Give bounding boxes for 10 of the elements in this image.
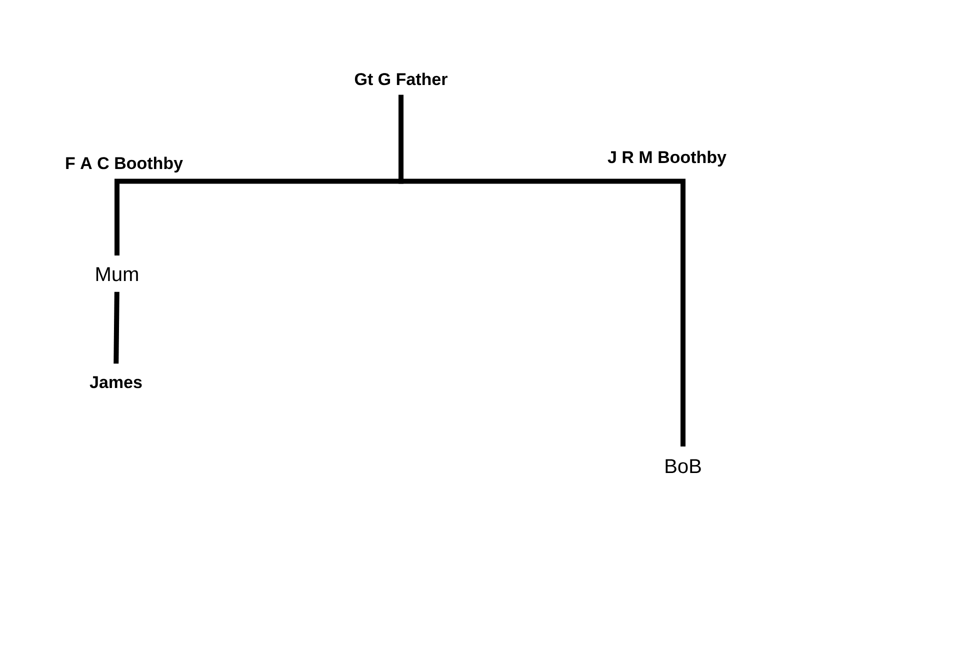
person-name: J R M Boothby: [608, 150, 726, 167]
person-name: James: [90, 376, 142, 388]
person-name: Gt G Father: [354, 72, 448, 86]
connector-line: [680, 181, 686, 447]
connector-line: [114, 181, 120, 256]
connector-line: [114, 292, 120, 364]
person-name: BoB: [666, 459, 701, 474]
person-name: Mum: [96, 267, 138, 282]
person-name: F A C Boothby: [66, 156, 183, 173]
connector-line: [398, 94, 686, 184]
